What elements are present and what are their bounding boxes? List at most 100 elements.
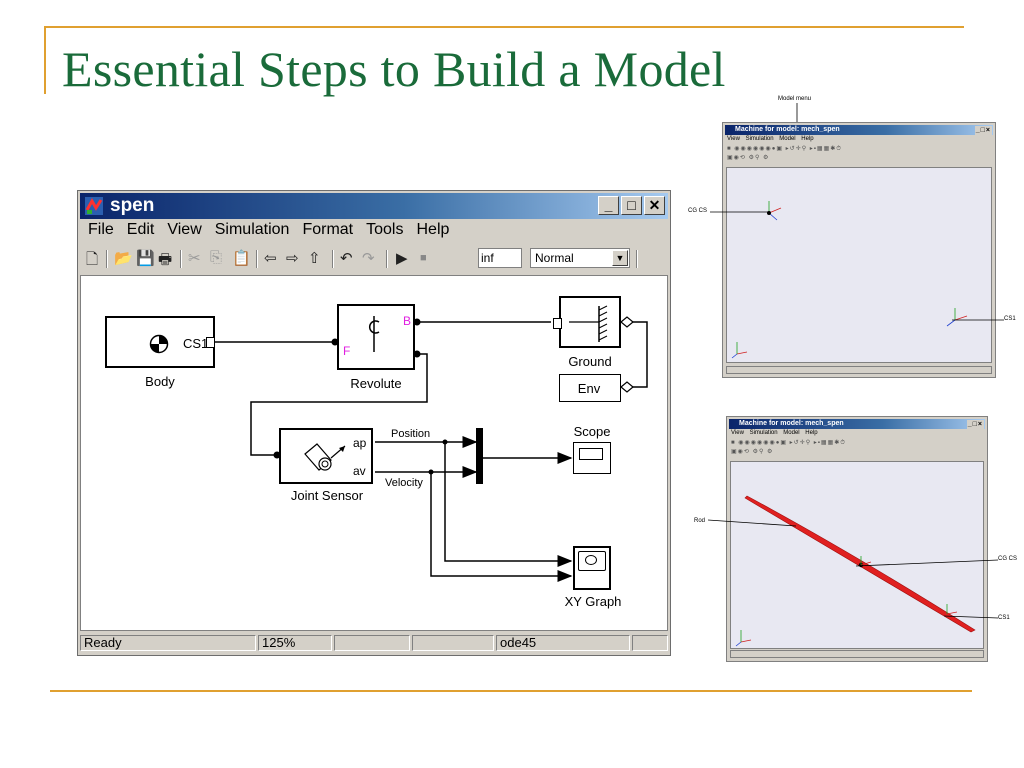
paste-icon[interactable]: 📋 bbox=[232, 250, 251, 267]
machine-bottom-menu-help[interactable]: Help bbox=[805, 430, 818, 436]
revolute-block-label: Revolute bbox=[350, 376, 402, 391]
machine-bottom-scene bbox=[735, 495, 976, 647]
chevron-down-icon[interactable]: ▼ bbox=[612, 250, 628, 266]
scope-block[interactable] bbox=[573, 442, 611, 474]
toolbar-separator bbox=[386, 250, 388, 268]
joint-sensor-block-label: Joint Sensor bbox=[290, 488, 364, 503]
machine-top-menu-simulation[interactable]: Simulation bbox=[745, 136, 774, 142]
machine-window-top-caption-buttons[interactable]: _□× bbox=[974, 126, 992, 136]
simulink-app-icon bbox=[85, 197, 103, 215]
machine-bottom-toolbar-row-1[interactable]: ■ ◉◉◉◉◉◉●▣ ▸↺✛⚲ ▸▪▦▦✱⏱ bbox=[731, 440, 846, 446]
undo-icon[interactable]: ↶ bbox=[340, 250, 353, 267]
machine-window-bottom: Machine for model: mech_spen _□× View Si… bbox=[726, 416, 988, 662]
play-icon[interactable]: ▶ bbox=[396, 250, 408, 267]
machine-bottom-menu-model[interactable]: Model bbox=[783, 430, 800, 436]
revolute-joint-icon bbox=[369, 316, 380, 352]
status-empty-1 bbox=[334, 635, 410, 651]
minimize-button[interactable]: _ bbox=[598, 196, 619, 215]
status-solver: ode45 bbox=[496, 635, 630, 651]
close-button[interactable]: ✕ bbox=[644, 196, 665, 215]
sim-mode-value: Normal bbox=[535, 251, 574, 265]
signal-lines bbox=[215, 316, 648, 582]
forward-icon[interactable]: ⇨ bbox=[286, 250, 299, 267]
status-empty-2 bbox=[412, 635, 494, 651]
joint-sensor-block[interactable]: ap av bbox=[279, 428, 373, 484]
toolbar: 🗋 📂 💾 🖶 ✂ ⎘ 📋 ⇦ ⇨ ⇧ ↶ ↷ ▶ ■ inf Normal ▼ bbox=[82, 247, 666, 271]
callout-line-rod bbox=[708, 519, 796, 527]
menu-edit[interactable]: Edit bbox=[126, 221, 155, 238]
callout-rod: Rod bbox=[694, 518, 706, 524]
resize-grip-icon[interactable] bbox=[632, 635, 668, 651]
save-icon[interactable]: 💾 bbox=[136, 250, 155, 267]
machine-bottom-menu-simulation[interactable]: Simulation bbox=[749, 430, 778, 436]
xy-graph-block[interactable] bbox=[573, 546, 611, 590]
machine-window-bottom-caption-buttons[interactable]: _□× bbox=[966, 420, 984, 430]
revolute-port-b: B bbox=[403, 314, 412, 328]
redo-icon[interactable]: ↷ bbox=[362, 250, 375, 267]
machine-top-menu-help[interactable]: Help bbox=[801, 136, 814, 142]
signal-label-velocity: Velocity bbox=[385, 477, 423, 489]
block-diagram-canvas[interactable]: CS1 Body F B Revolute bbox=[80, 275, 668, 631]
joint-sensor-icon bbox=[304, 443, 346, 471]
bottom-accent-rule bbox=[50, 690, 972, 692]
menu-file[interactable]: File bbox=[88, 221, 114, 238]
machine-top-statusbar bbox=[726, 366, 992, 374]
ground-icon bbox=[569, 305, 608, 342]
menu-help[interactable]: Help bbox=[416, 221, 450, 238]
print-icon[interactable]: 🖶 bbox=[158, 251, 173, 268]
left-accent-rule bbox=[44, 26, 46, 94]
statusbar: Ready 125% ode45 bbox=[80, 633, 668, 653]
ground-connector-port[interactable] bbox=[553, 318, 562, 329]
sim-mode-select[interactable]: Normal ▼ bbox=[530, 248, 630, 268]
machine-top-viewport[interactable] bbox=[726, 167, 992, 363]
signal-label-position: Position bbox=[391, 428, 431, 440]
status-zoom: 125% bbox=[258, 635, 332, 651]
toolbar-separator bbox=[256, 250, 258, 268]
body-block[interactable]: CS1 bbox=[105, 316, 215, 368]
callout-line-top-cs1 bbox=[952, 319, 1004, 321]
callout-bottom-cs1: CS1 bbox=[998, 615, 1010, 621]
callout-top-cs1: CS1 bbox=[1004, 316, 1016, 322]
stop-time-input[interactable]: inf bbox=[478, 248, 522, 268]
stop-icon[interactable]: ■ bbox=[420, 252, 427, 264]
callout-top-cg-cs: CG CS bbox=[688, 208, 708, 214]
revolute-block[interactable]: F B bbox=[337, 304, 415, 370]
slide-title: Essential Steps to Build a Model bbox=[62, 41, 726, 97]
menubar: File Edit View Simulation Format Tools H… bbox=[84, 220, 458, 242]
machine-window-bottom-titlebar[interactable]: Machine for model: mech_spen _□× bbox=[729, 419, 985, 430]
machine-bottom-menu-view[interactable]: View bbox=[731, 430, 744, 436]
menu-tools[interactable]: Tools bbox=[366, 221, 404, 238]
machine-top-toolbar-row-2[interactable]: ▣◉⟲ ⚙⚲ ⚙ bbox=[727, 155, 770, 161]
new-icon[interactable]: 🗋 bbox=[86, 251, 99, 268]
status-state: Ready bbox=[80, 635, 256, 651]
copy-icon[interactable]: ⎘ bbox=[210, 249, 223, 266]
menu-simulation[interactable]: Simulation bbox=[214, 221, 290, 238]
machine-top-menu-model[interactable]: Model bbox=[779, 136, 796, 142]
toolbar-separator bbox=[332, 250, 334, 268]
maximize-button[interactable]: □ bbox=[621, 196, 642, 215]
machine-window-top-titlebar[interactable]: Machine for model: mech_spen _□× bbox=[725, 125, 993, 136]
window-title: spen bbox=[110, 195, 155, 216]
env-block-label: Env bbox=[577, 381, 601, 396]
machine-window-top-menubar: View Simulation Model Help bbox=[727, 136, 818, 142]
machine-top-toolbar-row-1[interactable]: ■ ◉◉◉◉◉◉●▣ ▸↺✛⚲ ▸▪▦▦✱⏱ bbox=[727, 146, 842, 152]
back-icon[interactable]: ⇦ bbox=[264, 250, 277, 267]
machine-window-top: Machine for model: mech_spen _□× View Si… bbox=[722, 122, 996, 378]
menu-format[interactable]: Format bbox=[302, 221, 354, 238]
callout-line-bottom-cs1 bbox=[944, 615, 998, 619]
machine-window-bottom-menubar: View Simulation Model Help bbox=[731, 430, 822, 436]
body-block-label: Body bbox=[145, 374, 175, 389]
machine-bottom-viewport[interactable] bbox=[730, 461, 984, 649]
cut-icon[interactable]: ✂ bbox=[188, 250, 201, 267]
up-icon[interactable]: ⇧ bbox=[308, 250, 321, 267]
body-connector-port[interactable] bbox=[206, 337, 215, 348]
window-titlebar[interactable]: spen _ □ ✕ bbox=[80, 193, 668, 219]
toolbar-separator bbox=[636, 250, 638, 268]
machine-top-menu-view[interactable]: View bbox=[727, 136, 740, 142]
ground-block[interactable] bbox=[553, 296, 621, 348]
open-icon[interactable]: 📂 bbox=[114, 250, 133, 267]
joint-sensor-port-ap: ap bbox=[353, 436, 367, 450]
menu-view[interactable]: View bbox=[167, 221, 202, 238]
machine-bottom-toolbar-row-2[interactable]: ▣◉⟲ ⚙⚲ ⚙ bbox=[731, 449, 774, 455]
env-block[interactable]: Env bbox=[559, 374, 621, 402]
